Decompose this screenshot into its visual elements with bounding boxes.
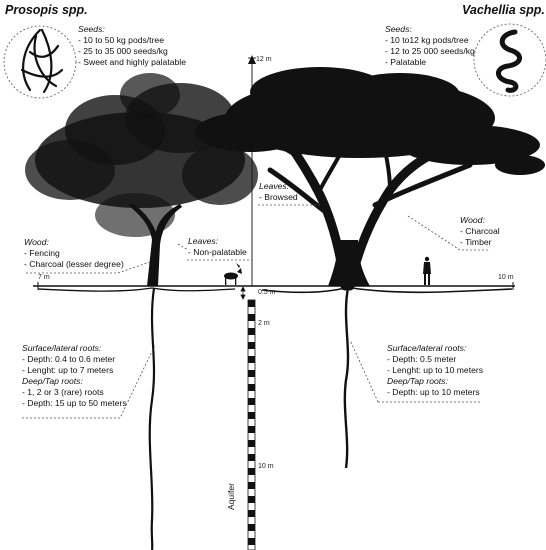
prosopis-seeds-text: Seeds: - 10 to 50 kg pods/tree - 25 to 3… [78, 24, 186, 68]
vachellia-pod-icon [496, 29, 522, 93]
shallow-depth-label: 0.5 m [258, 289, 276, 296]
depth-scale-segment [248, 510, 255, 517]
vachellia-wood-heading: Wood: [460, 215, 485, 225]
vachellia-surface-roots-item: - Depth: 0.5 meter [387, 354, 457, 364]
vachellia-tap-root [343, 287, 350, 469]
prosopis-title: Prosopis spp. [5, 3, 88, 17]
vachellia-seeds-item: - 10 to12 kg pods/tree [385, 35, 469, 45]
prosopis-deep-roots-item: - 1, 2 or 3 (rare) roots [22, 387, 104, 397]
vachellia-leaves-heading: Leaves: [259, 181, 290, 191]
depth-scale-segment [248, 398, 255, 405]
right-width-label: 10 m [498, 274, 514, 281]
vachellia-seeds-heading: Seeds: [385, 24, 412, 34]
vachellia-wood-item: - Timber [460, 237, 492, 247]
vachellia-pod-callout [473, 23, 546, 97]
prosopis-surface-roots-item: - Depth: 0.4 to 0.6 meter [22, 354, 116, 364]
prosopis-leaves-text: Leaves: - Non-palatable [188, 236, 247, 258]
depth-scale-segment [248, 342, 255, 349]
vachellia-surface-roots-heading: Surface/lateral roots: [387, 343, 467, 353]
depth-2m-label: 2 m [258, 320, 270, 327]
depth-10m-label: 10 m [258, 463, 274, 470]
vachellia-wood-item: - Charcoal [460, 226, 500, 236]
prosopis-surface-roots-item: - Lenght: up to 7 meters [22, 365, 114, 375]
depth-scale-segment [248, 328, 255, 335]
depth-scale-segment [248, 482, 255, 489]
vachellia-roots-text: Surface/lateral roots: - Depth: 0.5 mete… [387, 343, 483, 398]
depth-scale-bar [247, 299, 256, 550]
vachellia-leaves-item: - Browsed [259, 192, 298, 202]
prosopis-seeds-item: - 25 to 35 000 seeds/kg [78, 46, 168, 56]
leader-lines [22, 204, 490, 419]
depth-scale-segment [248, 384, 255, 391]
prosopis-surface-roots-heading: Surface/lateral roots: [22, 343, 102, 353]
prosopis-deep-roots-heading: Deep/Tap roots: [22, 376, 83, 386]
vachellia-seeds-text: Seeds: - 10 to12 kg pods/tree - 12 to 25… [385, 24, 475, 68]
prosopis-deep-roots-item: - Depth: 15 up to 50 meters [22, 398, 127, 408]
vachellia-lateral-roots [261, 287, 513, 294]
prosopis-leaves-item: - Non-palatable [188, 247, 247, 257]
height-label: 12 m [256, 56, 272, 63]
prosopis-seeds-item: - Sweet and highly palatable [78, 57, 186, 67]
prosopis-pod-icon [20, 28, 64, 94]
depth-scale-segment [248, 370, 255, 377]
aquifer-label: Aquifer [226, 483, 236, 510]
prosopis-trunk [128, 203, 182, 286]
prosopis-canopy [25, 73, 258, 237]
left-width-label: 7 m [38, 274, 50, 281]
prosopis-tap-root [148, 287, 156, 550]
prosopis-wood-item: - Charcoal (lesser degree) [24, 259, 124, 269]
prosopis-wood-text: Wood: - Fencing - Charcoal (lesser degre… [24, 237, 124, 270]
depth-scale-segment [248, 356, 255, 363]
prosopis-lateral-roots [37, 287, 236, 292]
vachellia-seeds-item: - 12 to 25 000 seeds/kg [385, 46, 475, 56]
person-silhouette [423, 256, 431, 285]
vachellia-surface-roots-item: - Lenght: up to 10 meters [387, 365, 484, 375]
shallow-depth-marker [240, 286, 246, 300]
depth-scale-segment [248, 538, 255, 545]
prosopis-leaves-heading: Leaves: [188, 236, 219, 246]
depth-scale-segment [248, 496, 255, 503]
depth-scale-segment [248, 454, 255, 461]
prosopis-pod-callout [3, 25, 77, 99]
prosopis-wood-heading: Wood: [24, 237, 49, 247]
prosopis-wood-item: - Fencing [24, 248, 60, 258]
prosopis-seeds-item: - 10 to 50 kg pods/tree [78, 35, 164, 45]
vachellia-wood-text: Wood: - Charcoal - Timber [460, 215, 500, 248]
depth-scale-segment [248, 314, 255, 321]
prosopis-roots-text: Surface/lateral roots: - Depth: 0.4 to 0… [22, 343, 127, 409]
depth-scale-segment [248, 412, 255, 419]
vachellia-deep-roots-heading: Deep/Tap roots: [387, 376, 448, 386]
depth-scale-segment [248, 440, 255, 447]
depth-scale-segment [248, 524, 255, 531]
vachellia-leaves-text: Leaves: - Browsed [259, 181, 298, 203]
vachellia-deep-roots-item: - Depth: up to 10 meters [387, 387, 480, 397]
goat-silhouette [224, 263, 242, 285]
depth-scale-segment [248, 468, 255, 475]
vachellia-trunk-base [328, 240, 370, 286]
depth-scale-segment [248, 300, 255, 307]
vachellia-seeds-item: - Palatable [385, 57, 427, 67]
depth-scale-segment [248, 426, 255, 433]
prosopis-seeds-heading: Seeds: [78, 24, 105, 34]
height-axis-arrow [248, 55, 256, 64]
vachellia-title: Vachellia spp. [462, 3, 545, 17]
